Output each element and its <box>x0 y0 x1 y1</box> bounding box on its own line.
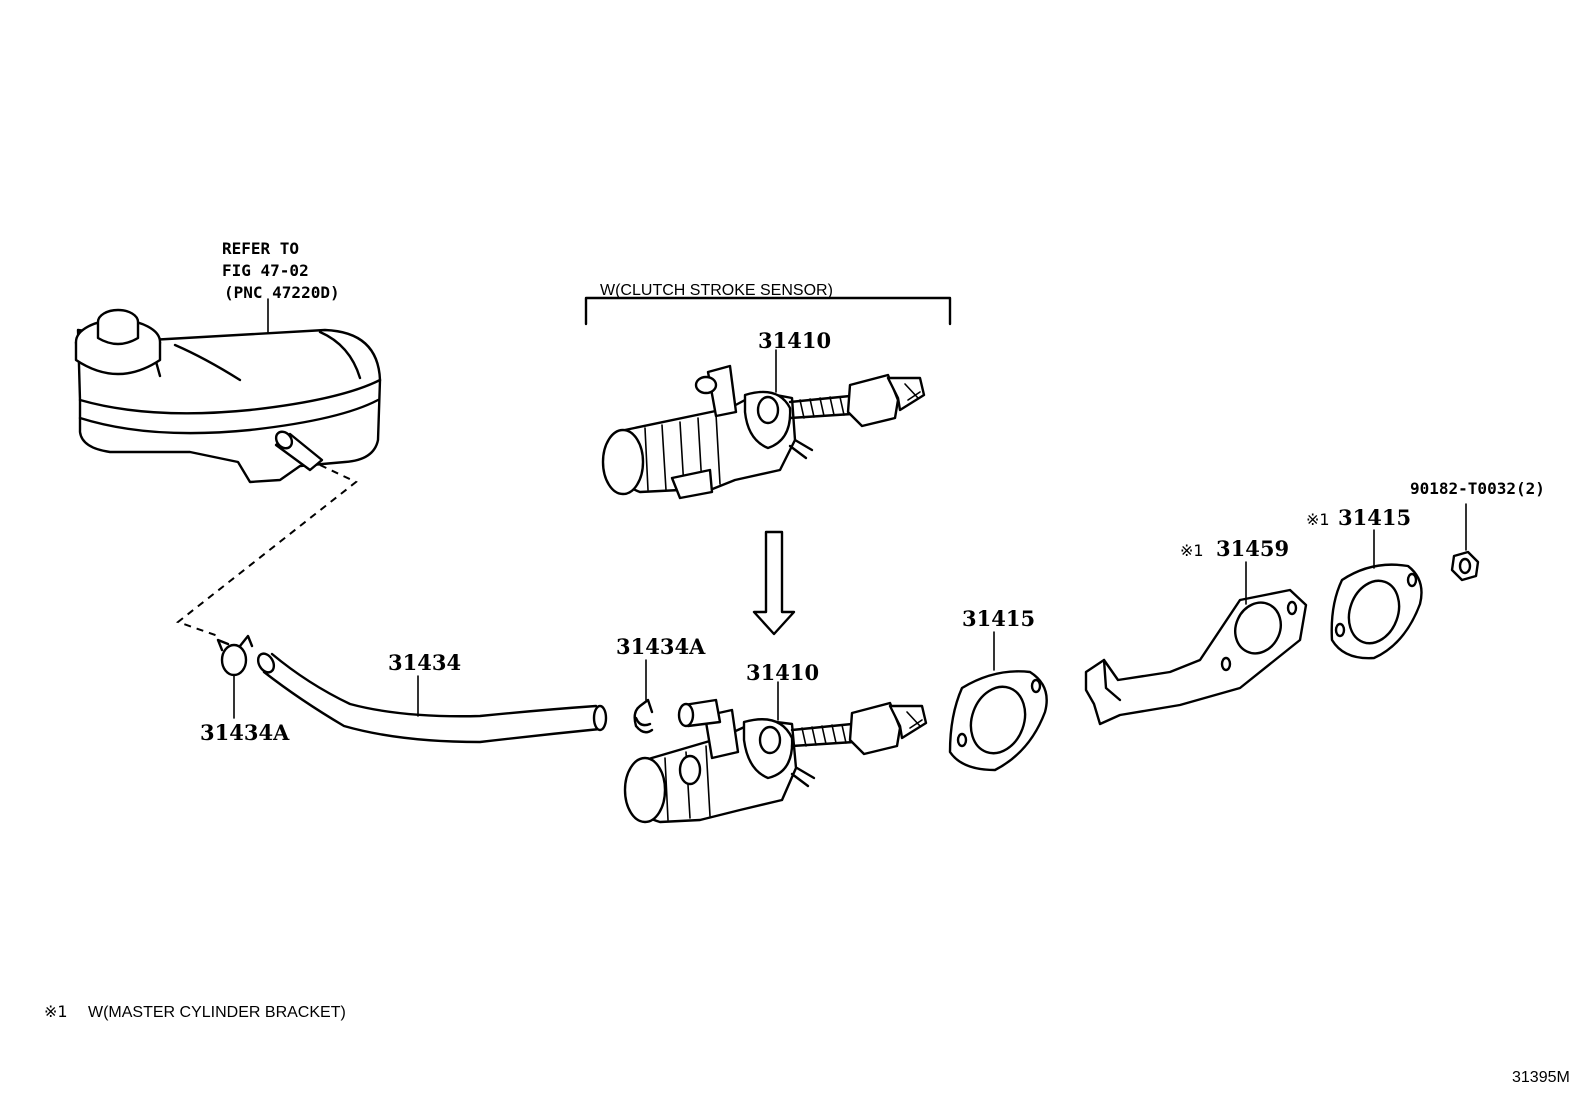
part-number-gasket-right: 31415 <box>1338 505 1411 530</box>
hose-clip-left[interactable] <box>216 634 254 677</box>
gasket-left[interactable] <box>948 670 1048 772</box>
footnote-text: W(MASTER CYLINDER BRACKET) <box>88 1004 346 1021</box>
part-number-nut: 90182-T0032(2) <box>1410 479 1545 498</box>
reference-line-3: (PNC 47220D) <box>224 283 340 302</box>
nut[interactable] <box>1450 550 1480 582</box>
part-number-cylinder-lower: 31410 <box>746 660 819 685</box>
bracket-clutch-stroke-sensor <box>584 296 952 326</box>
connection-dashed-line <box>175 464 358 637</box>
reference-line-1: REFER TO <box>222 239 299 258</box>
part-number-cylinder-upper: 31410 <box>758 328 831 353</box>
part-number-clip-right: 31434A <box>616 634 706 659</box>
gasket-right[interactable] <box>1330 563 1423 660</box>
master-cylinder-lower[interactable] <box>623 698 928 824</box>
part-number-clip-left: 31434A <box>200 720 290 745</box>
note-mark-gasket-right: ※1 <box>1306 510 1330 529</box>
replacement-arrow <box>752 530 796 636</box>
bracket-title: W(CLUTCH STROKE SENSOR) <box>600 282 833 299</box>
part-number-hose: 31434 <box>388 650 461 675</box>
note-mark-bracket: ※1 <box>1180 541 1204 560</box>
reservoir-tank[interactable] <box>74 308 382 484</box>
part-number-gasket-left: 31415 <box>962 606 1035 631</box>
figure-code: 31395M <box>1512 1069 1570 1086</box>
master-cylinder-bracket[interactable] <box>1084 588 1308 726</box>
hose-clip-right[interactable] <box>633 698 654 734</box>
part-number-bracket: 31459 <box>1216 536 1289 561</box>
reference-line-2: FIG 47-02 <box>222 261 309 280</box>
footnote-mark: ※1 <box>44 1002 68 1021</box>
master-cylinder-upper[interactable] <box>601 364 926 500</box>
hose[interactable] <box>255 651 608 744</box>
